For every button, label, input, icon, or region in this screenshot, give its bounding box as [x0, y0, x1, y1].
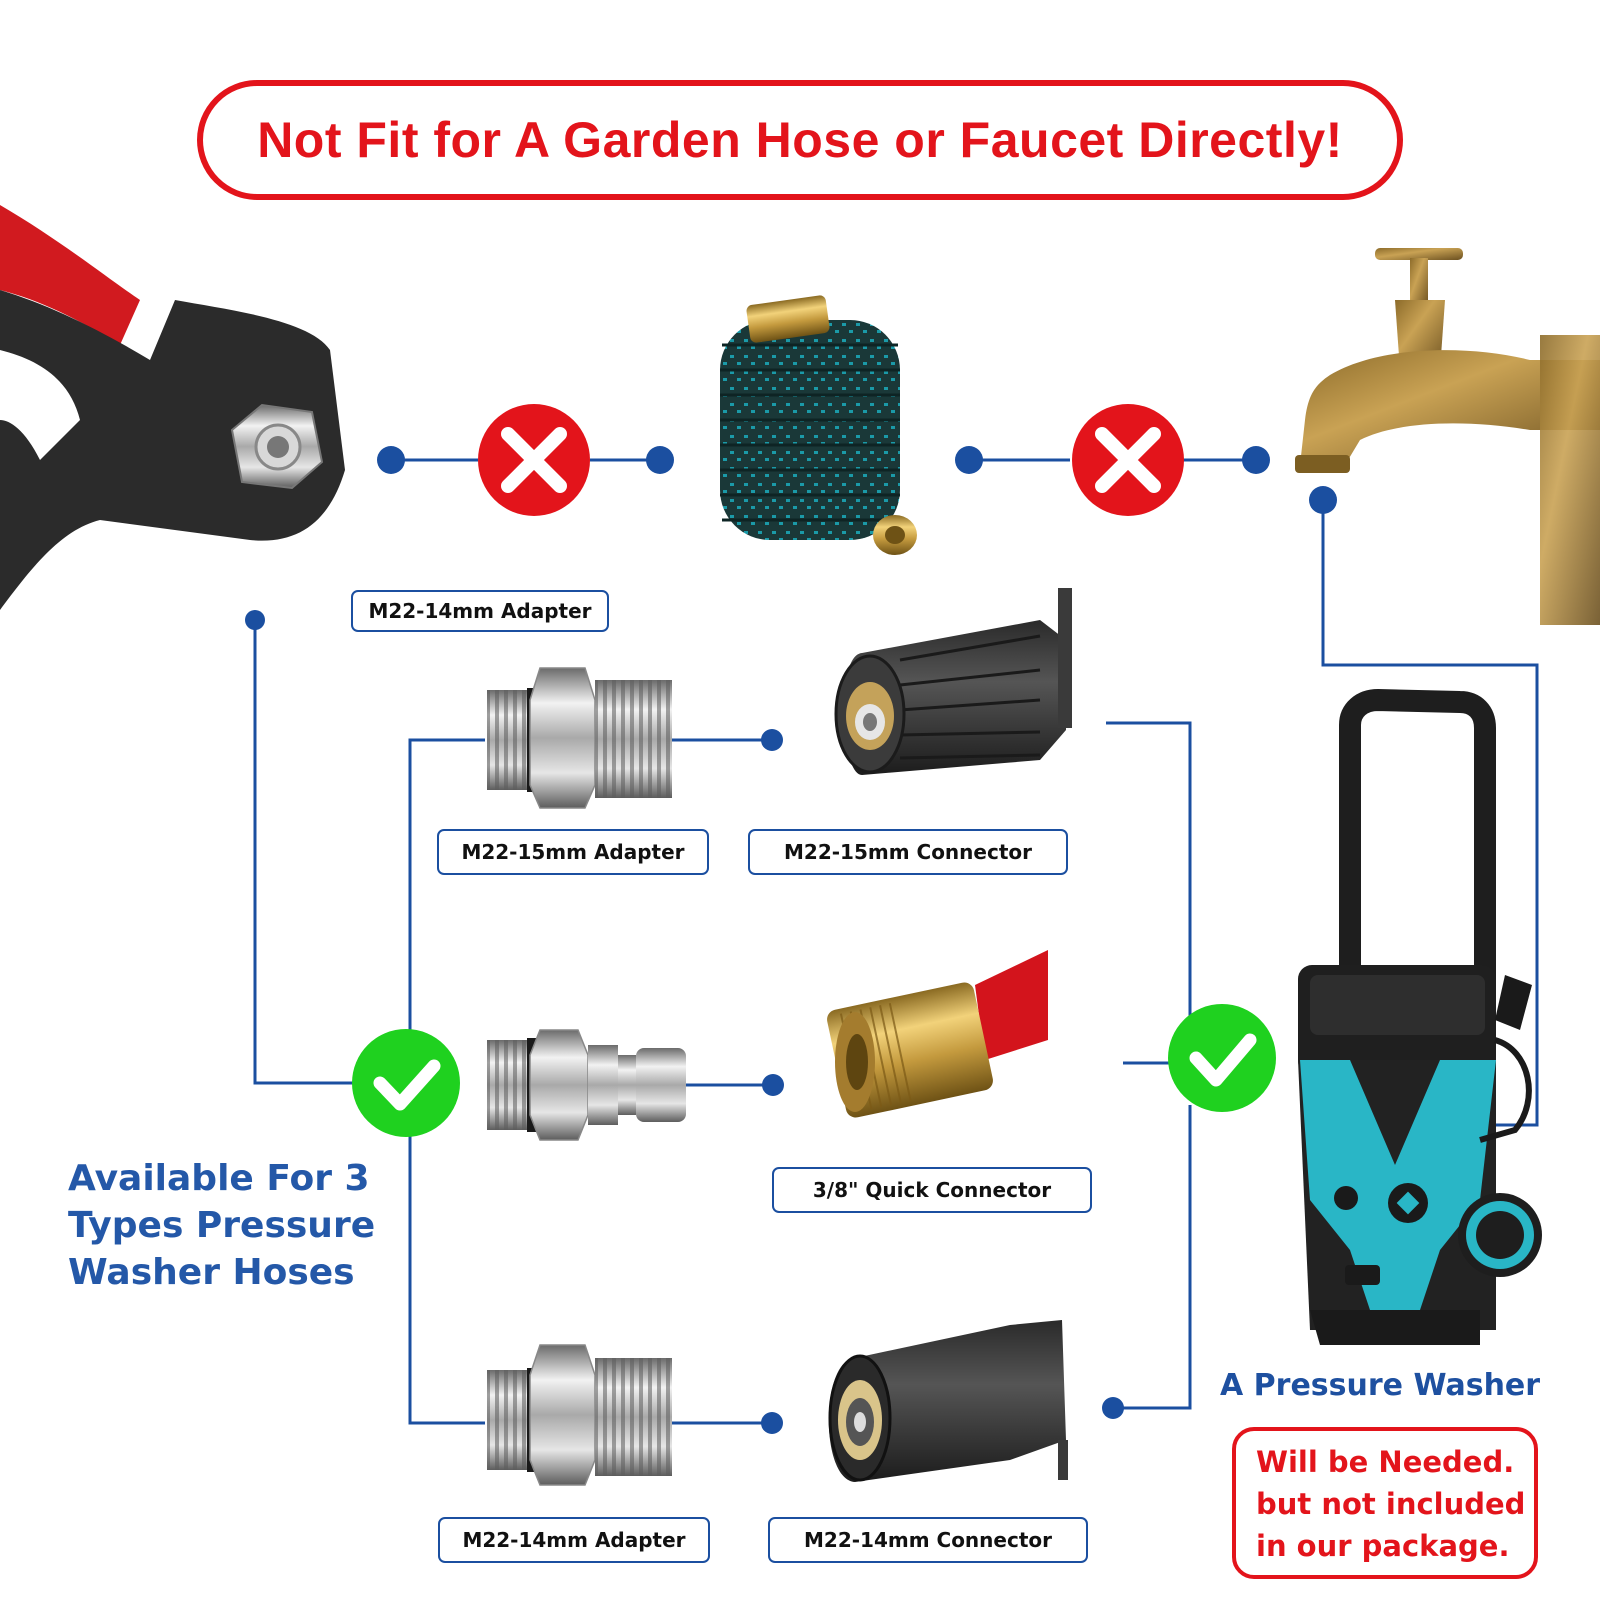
adapter-14mm-illustration: [487, 1344, 672, 1486]
check-mark-icon: [352, 1029, 460, 1137]
connector-15mm-illustration: [834, 588, 1072, 775]
pressure-washer-illustration: [1298, 689, 1542, 1345]
spray-gun-illustration: [0, 205, 345, 610]
line-gun-check: [253, 620, 355, 1085]
dot-connector14: [1102, 1397, 1124, 1419]
not-included-note: Will be Needed. but not included in our …: [1232, 1427, 1538, 1579]
warning-banner-text: Not Fit for A Garden Hose or Faucet Dire…: [257, 112, 1343, 168]
dot-gun: [377, 446, 405, 474]
dot-hose-left: [646, 446, 674, 474]
line-check-top: [408, 738, 485, 1030]
dot-hose-right: [955, 446, 983, 474]
label-quick-connector: 3/8" Quick Connector: [772, 1167, 1092, 1213]
label-m22-14mm-adapter-bottom: M22-14mm Adapter: [438, 1517, 710, 1563]
x-mark-icon: [478, 404, 590, 516]
note-line: Will be Needed.: [1256, 1445, 1515, 1479]
line-check-bottom: [408, 1110, 485, 1425]
check-mark-icon: [1168, 1004, 1276, 1112]
label-m22-14mm-adapter-top: M22-14mm Adapter: [351, 590, 609, 632]
label-m22-15mm-adapter: M22-15mm Adapter: [437, 829, 709, 875]
x-mark-icon: [1072, 404, 1184, 516]
label-m22-15mm-connector: M22-15mm Connector: [748, 829, 1068, 875]
connector-dots: [245, 446, 1337, 1434]
pressure-washer-title: A Pressure Washer: [1220, 1368, 1541, 1403]
dot-quick: [762, 1074, 784, 1096]
note-line: but not included: [1256, 1487, 1526, 1521]
warning-banner: Not Fit for A Garden Hose or Faucet Dire…: [197, 80, 1403, 200]
dot-gun-down: [245, 610, 265, 630]
dot-faucet-down: [1309, 486, 1337, 514]
quick-plug-illustration: [487, 1029, 686, 1141]
dot-faucet: [1242, 446, 1270, 474]
dot-adapter15: [761, 729, 783, 751]
available-types-text: Available For 3 Types Pressure Washer Ho…: [68, 1158, 376, 1293]
faucet-illustration: [1295, 248, 1600, 625]
dot-adapter14: [761, 1412, 783, 1434]
connector-14mm-illustration: [828, 1320, 1068, 1482]
quick-connector-illustration: [827, 950, 1048, 1118]
garden-hose-illustration: [720, 295, 917, 555]
line-right-bottom: [1115, 1105, 1192, 1410]
adapter-15mm-illustration: [487, 667, 672, 809]
label-m22-14mm-connector: M22-14mm Connector: [768, 1517, 1088, 1563]
note-line: in our package.: [1256, 1529, 1510, 1563]
line-right-top: [1106, 721, 1192, 1063]
connector-lines: [253, 458, 1539, 1425]
